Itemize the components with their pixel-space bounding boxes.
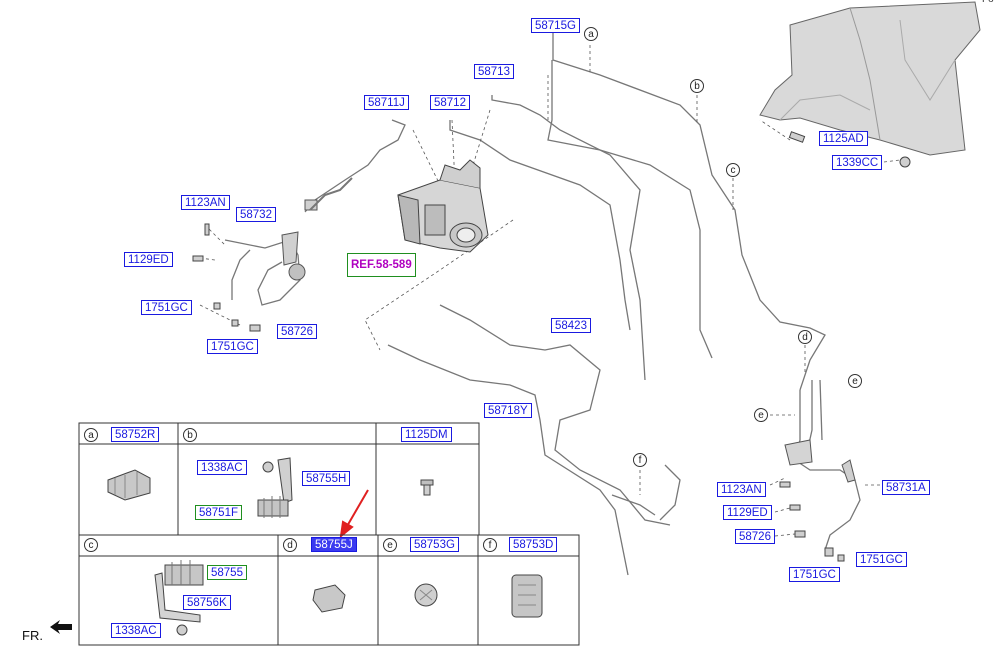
nut-1338ac-icon <box>262 461 274 473</box>
clip-1751gc <box>231 319 239 327</box>
label-1123an-right[interactable]: 1123AN <box>717 482 766 497</box>
brake-pipe <box>449 120 631 331</box>
label-1339cc[interactable]: 1339CC <box>832 155 883 170</box>
label-58715g[interactable]: 58715G <box>531 18 580 33</box>
clip-58755-icon <box>164 564 204 586</box>
left-hose-bracket <box>281 177 353 281</box>
front-direction-label: FR. <box>22 628 43 643</box>
bolt-1129ed <box>192 255 204 262</box>
front-arrow-icon <box>50 620 72 634</box>
bolt-1123an <box>204 223 210 236</box>
red-pointer-arrow <box>339 489 369 539</box>
label-1125ad[interactable]: 1125AD <box>819 131 868 146</box>
bracket-58755h-icon <box>277 457 293 504</box>
brake-hose <box>819 379 823 441</box>
brake-pipe <box>547 60 713 359</box>
label-58423[interactable]: 58423 <box>551 318 591 333</box>
fitting-58726 <box>794 530 806 538</box>
label-1123an-left[interactable]: 1123AN <box>181 195 230 210</box>
brake-pipe <box>304 119 406 213</box>
clip-1751gc <box>213 302 221 310</box>
table-label-58755j[interactable]: 58755J <box>311 537 357 552</box>
clip-1751gc <box>824 547 834 557</box>
label-58712[interactable]: 58712 <box>430 95 470 110</box>
abs-module <box>397 159 489 253</box>
label-58718y[interactable]: 58718Y <box>484 403 532 418</box>
table-label-58756k[interactable]: 58756K <box>183 595 231 610</box>
label-58726-left[interactable]: 58726 <box>277 324 317 339</box>
marker-d: d <box>798 330 812 344</box>
marker-f: f <box>633 453 647 467</box>
label-58713[interactable]: 58713 <box>474 64 514 79</box>
brake-hose <box>224 239 301 306</box>
label-1751gc-right-2[interactable]: 1751GC <box>789 567 840 582</box>
label-58726-right[interactable]: 58726 <box>735 529 775 544</box>
label-58732[interactable]: 58732 <box>236 207 276 222</box>
marker-c: c <box>726 163 740 177</box>
label-1751gc-right-1[interactable]: 1751GC <box>856 552 907 567</box>
clip-58755j-icon <box>312 584 346 613</box>
label-ref-58-589[interactable]: REF.58-589 <box>347 253 416 277</box>
label-1751gc-left-2[interactable]: 1751GC <box>207 339 258 354</box>
brake-pipe <box>439 304 671 526</box>
table-marker-a: a <box>84 428 98 442</box>
table-label-1338ac-top[interactable]: 1338AC <box>197 460 247 475</box>
brake-pipe <box>491 95 646 381</box>
label-1751gc-left-1[interactable]: 1751GC <box>141 300 192 315</box>
table-label-58752r[interactable]: 58752R <box>111 427 160 442</box>
label-58731a[interactable]: 58731A <box>882 480 930 495</box>
brake-hose <box>231 249 251 300</box>
fitting-58726 <box>249 324 261 332</box>
nut-1338ac-icon <box>176 624 188 636</box>
brake-pipe <box>552 30 826 391</box>
table-label-58753g[interactable]: 58753G <box>410 537 459 552</box>
table-label-58751f[interactable]: 58751F <box>195 505 243 520</box>
table-label-58755h[interactable]: 58755H <box>302 471 351 486</box>
bracket-58756k-icon <box>154 572 201 623</box>
marker-e-1: e <box>848 374 862 388</box>
table-label-58753d[interactable]: 58753D <box>509 537 558 552</box>
clip-58751f-icon <box>257 499 289 517</box>
right-hose-bracket <box>784 439 856 483</box>
table-marker-f: f <box>483 538 497 552</box>
table-label-1125dm[interactable]: 1125DM <box>401 427 452 442</box>
table-marker-b: b <box>183 428 197 442</box>
marker-b: b <box>690 79 704 93</box>
table-label-58755[interactable]: 58755 <box>207 565 247 580</box>
housing-cover <box>759 1 981 156</box>
table-marker-d: d <box>283 538 297 552</box>
label-1129ed-right[interactable]: 1129ED <box>723 505 772 520</box>
corner-text: Fo <box>982 0 994 5</box>
bolt-1125ad <box>788 131 806 143</box>
table-label-1338ac-bottom[interactable]: 1338AC <box>111 623 161 638</box>
table-marker-e: e <box>383 538 397 552</box>
table-marker-c: c <box>84 538 98 552</box>
label-58711j[interactable]: 58711J <box>364 95 409 110</box>
bolt-1129ed <box>789 504 801 511</box>
clip-58753d-icon <box>511 574 543 618</box>
marker-a: a <box>584 27 598 41</box>
brake-pipe <box>611 494 656 516</box>
nut-1339cc <box>899 156 911 168</box>
parts-table-grid <box>78 422 580 646</box>
clip-1751gc <box>837 554 845 562</box>
clip-58752r-icon <box>107 469 151 501</box>
brake-pipe <box>387 344 629 576</box>
label-1129ed-left[interactable]: 1129ED <box>124 252 173 267</box>
brake-pipe <box>659 464 681 521</box>
marker-e-2: e <box>754 408 768 422</box>
brake-hose <box>807 380 813 449</box>
bolt-1123an <box>779 481 791 488</box>
